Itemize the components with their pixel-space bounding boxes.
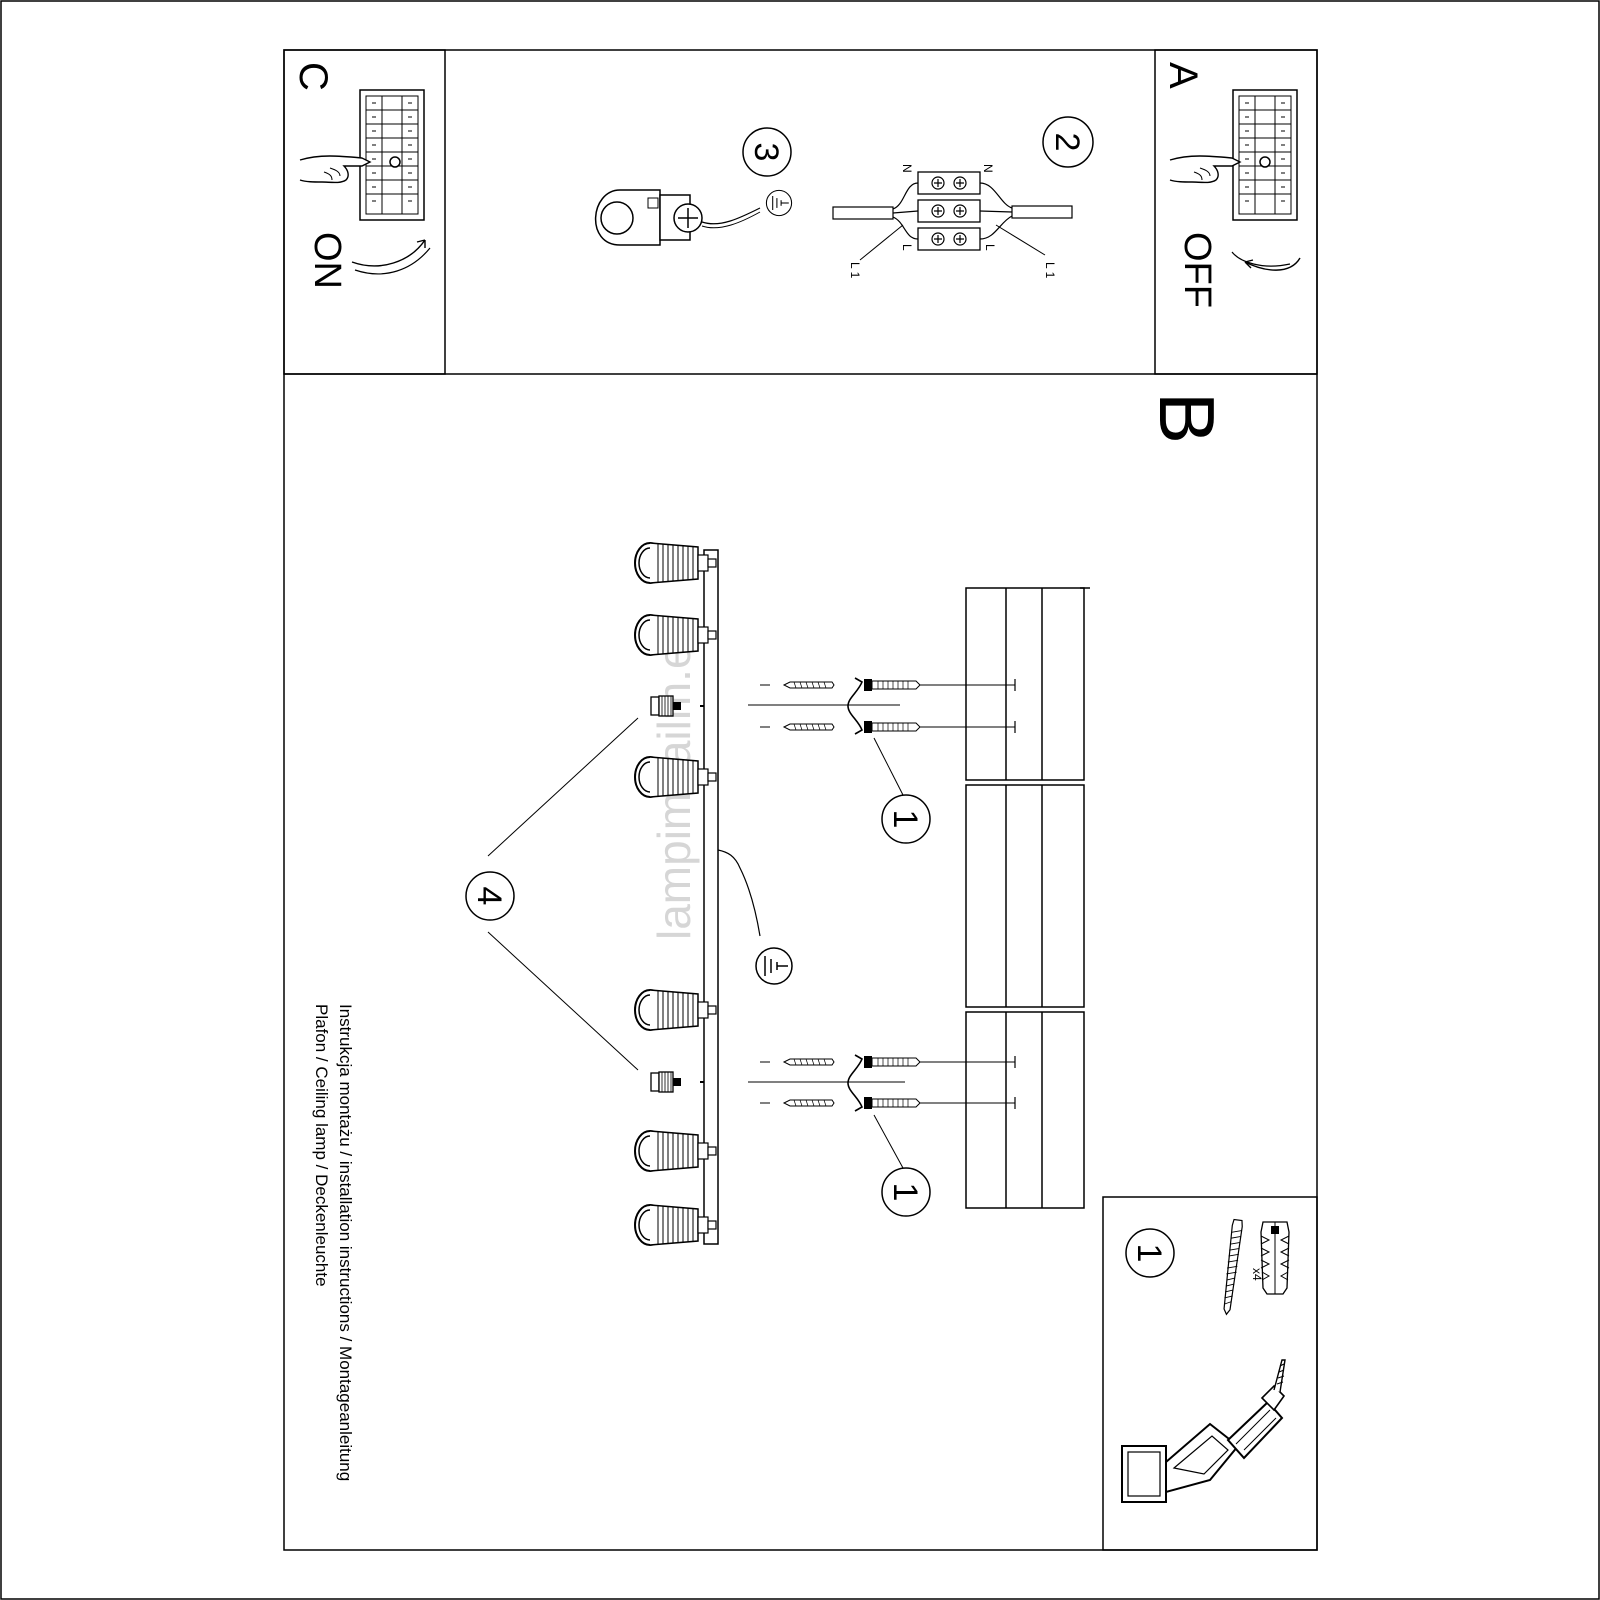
- wall-plug-icon: [1260, 1221, 1290, 1295]
- earth-ground-icon: [755, 947, 793, 985]
- fixing-set-bottom: 1: [748, 1054, 1016, 1217]
- earth-connection-diagram: 3: [594, 127, 793, 246]
- callout-1-bottom-circle: [881, 1167, 931, 1217]
- mounting-bolt: [650, 1071, 682, 1093]
- ceiling: [965, 587, 1090, 1209]
- callout-4: 4: [470, 887, 508, 906]
- terminal-block-n: [917, 171, 981, 195]
- kit-step-number: 1: [1130, 1244, 1168, 1263]
- cable-left: [832, 206, 894, 220]
- label-l-right: L: [983, 244, 997, 251]
- label-n-left: N: [900, 164, 914, 173]
- frame-border: [283, 49, 1318, 1551]
- connector-diagram: 2 N N L L L 1 L 1: [832, 116, 1094, 279]
- screw-icon: [759, 678, 1016, 692]
- callout-1-bottom: 1: [886, 1183, 924, 1202]
- panel-b-letter: B: [1143, 392, 1231, 444]
- callout-4-circle: [465, 871, 515, 921]
- panel-c-content: C ON: [291, 62, 431, 289]
- circuit-breaker-icon: [1232, 89, 1298, 221]
- breaker-switch-on: [389, 156, 401, 168]
- kit-step-circle: [1125, 1228, 1175, 1278]
- hand-icon: [1169, 155, 1241, 184]
- screw-icon: [759, 1055, 1016, 1069]
- title-line-1: Instrukcja montażu / installation instru…: [336, 1004, 355, 1481]
- lamp-base-bar: [703, 549, 719, 1245]
- earth-ground-icon: [765, 189, 793, 217]
- panel-c-state: ON: [306, 232, 348, 289]
- fixing-set-top: 1: [748, 677, 1016, 844]
- terminal-block-pe: [917, 199, 981, 223]
- panel-c: [283, 49, 446, 375]
- panel-a: [1154, 49, 1318, 375]
- panel-kit: [1102, 1196, 1318, 1551]
- step-3-circle: [742, 127, 792, 177]
- kit-panel-content: 1 x4: [1121, 1218, 1290, 1503]
- mounting-bracket: [847, 677, 864, 735]
- callout-1-top-circle: [881, 794, 931, 844]
- step-3-number: 3: [747, 143, 785, 162]
- ceiling-lamp: 4: [465, 542, 793, 1246]
- kit-quantity: x4: [1250, 1268, 1264, 1281]
- panel-a-state: OFF: [1176, 232, 1218, 308]
- mounting-bracket: [847, 1054, 864, 1112]
- curved-arrow-icon: [351, 239, 426, 267]
- panel-a-content: A OFF: [1161, 62, 1301, 308]
- step-2-number: 2: [1048, 133, 1086, 152]
- power-drill-icon: [1121, 1359, 1286, 1503]
- cable-right: [1011, 205, 1073, 219]
- terminal-block-l: [917, 227, 981, 251]
- label-n-right: N: [981, 164, 995, 173]
- circuit-breaker-icon: [359, 89, 425, 221]
- title-line-2: Plafon / Ceiling lamp / Deckenleuchte: [312, 1004, 331, 1287]
- screw-icon: [759, 720, 1016, 734]
- panel-a-letter: A: [1161, 62, 1205, 89]
- screw-icon: [759, 1096, 1016, 1110]
- breaker-switch-off: [1259, 156, 1271, 168]
- step-2-circle: [1042, 116, 1094, 168]
- label-l-left: L: [900, 244, 914, 251]
- callout-1-top: 1: [886, 810, 924, 829]
- panel-c-letter: C: [291, 62, 335, 91]
- label-l1-right: L 1: [1043, 262, 1057, 279]
- screw-icon: [1223, 1218, 1243, 1316]
- label-l1-left: L 1: [848, 262, 862, 279]
